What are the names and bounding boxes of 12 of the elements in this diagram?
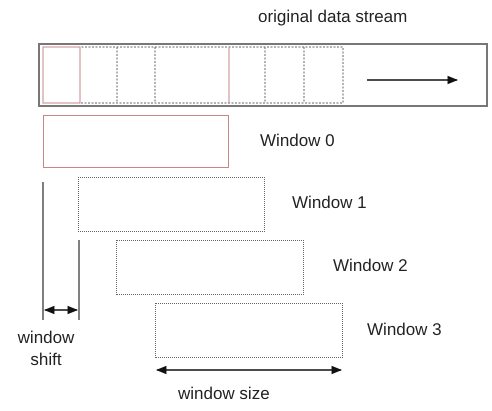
dimension-label: window shift [16, 327, 76, 372]
window-label: Window 3 [367, 321, 442, 340]
window-label: Window 1 [292, 194, 367, 213]
stream-title: original data stream [258, 8, 408, 27]
window-box [116, 240, 304, 295]
window-box [155, 303, 343, 358]
dimension-label: window size [178, 383, 271, 405]
window-label: Window 2 [333, 257, 408, 276]
window-box [78, 177, 265, 232]
window-label: Window 0 [260, 132, 335, 151]
data-stream-bar [38, 43, 488, 107]
window-box [43, 115, 229, 168]
